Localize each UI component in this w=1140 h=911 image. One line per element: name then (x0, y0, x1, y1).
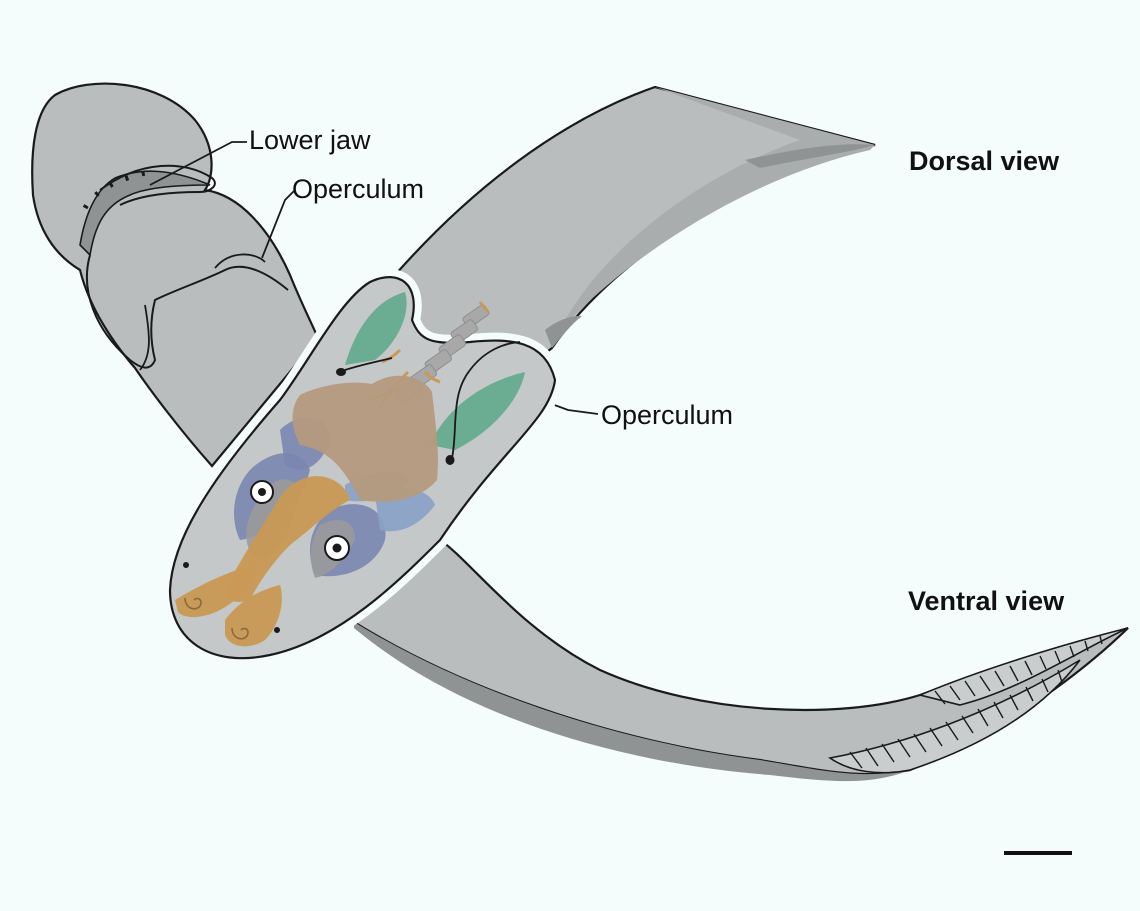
dorsal-operculum-flap (86, 254, 289, 369)
left-gill-plate (345, 292, 407, 365)
ventral-body (352, 538, 1129, 776)
operculum-top-label: Operculum (292, 174, 425, 204)
ventral-pores (183, 562, 280, 633)
ventral-body-shade (354, 622, 910, 782)
dorsal-tail-tip-shade (745, 144, 875, 168)
ventral-view-specimen (352, 538, 1129, 782)
caudal-fin-upper (917, 627, 1129, 706)
lower-jaw-leader (149, 141, 247, 186)
mandible-bone (225, 476, 350, 602)
ventral-view-title: Ventral view (908, 586, 1065, 616)
right-premaxilla-bone (225, 585, 282, 647)
braincase-plate (292, 375, 438, 502)
dorsal-operculum-edge (214, 253, 266, 269)
ventral-head (161, 269, 564, 667)
right-eye-icon (324, 535, 350, 561)
operculum-top-leader (261, 189, 296, 259)
dorsal-head-outline (31, 82, 320, 468)
dorsal-body-shade (560, 87, 875, 330)
lower-jaw-label: Lower jaw (249, 125, 371, 155)
dorsal-head (31, 82, 320, 468)
right-gill-plate (430, 372, 525, 450)
operculum-right-label: Operculum (601, 400, 734, 430)
left-opercular-pore (336, 368, 346, 376)
left-eye-icon (250, 480, 274, 504)
left-premaxilla-bone (175, 565, 255, 618)
right-opercular-pore (445, 455, 455, 465)
right-operculum-outline (451, 341, 521, 459)
dorsal-view-title: Dorsal view (909, 146, 1060, 176)
dorsal-groove (545, 315, 582, 348)
left-opercular-opening (344, 357, 393, 371)
caudal-fin-lower (827, 659, 1081, 774)
premaxilla-curls (184, 597, 249, 640)
caudal-fin-lower-rays (849, 669, 1063, 769)
lower-jaw-teeth (82, 169, 151, 210)
lower-jaw-lobe (99, 164, 216, 206)
caudal-fin-upper-rays (934, 635, 1103, 705)
dorsal-head-ridge (139, 304, 150, 371)
